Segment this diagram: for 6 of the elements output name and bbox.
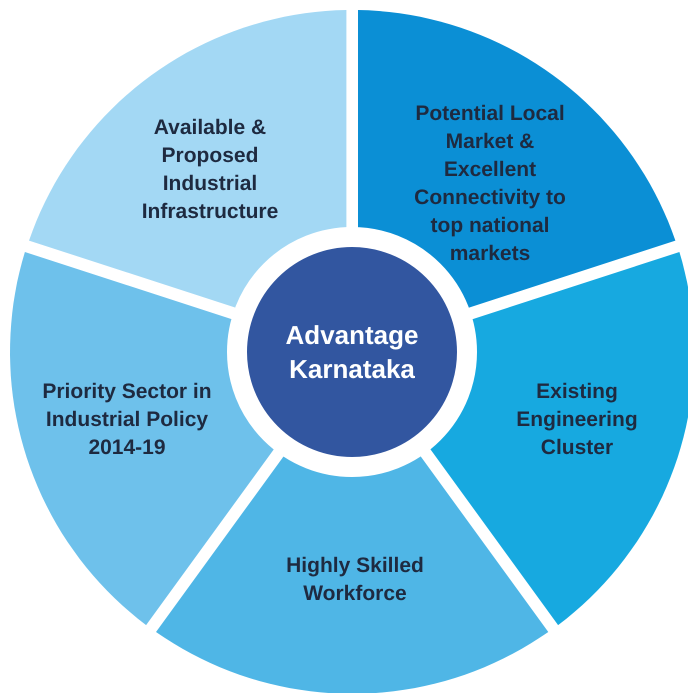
segment-label: Existing Engineering Cluster <box>515 378 639 461</box>
segment-label: Available & Proposed Industrial Infrastructure <box>140 114 280 225</box>
segment-label: Potential Local Market & Excellent Connectivity to top national markets <box>413 100 567 267</box>
segment-label: Priority Sector in Industrial Policy 2014-19 <box>41 378 213 461</box>
center-title: Advantage Karnataka <box>284 319 420 386</box>
segment-label: Highly Skilled Workforce <box>285 552 425 607</box>
